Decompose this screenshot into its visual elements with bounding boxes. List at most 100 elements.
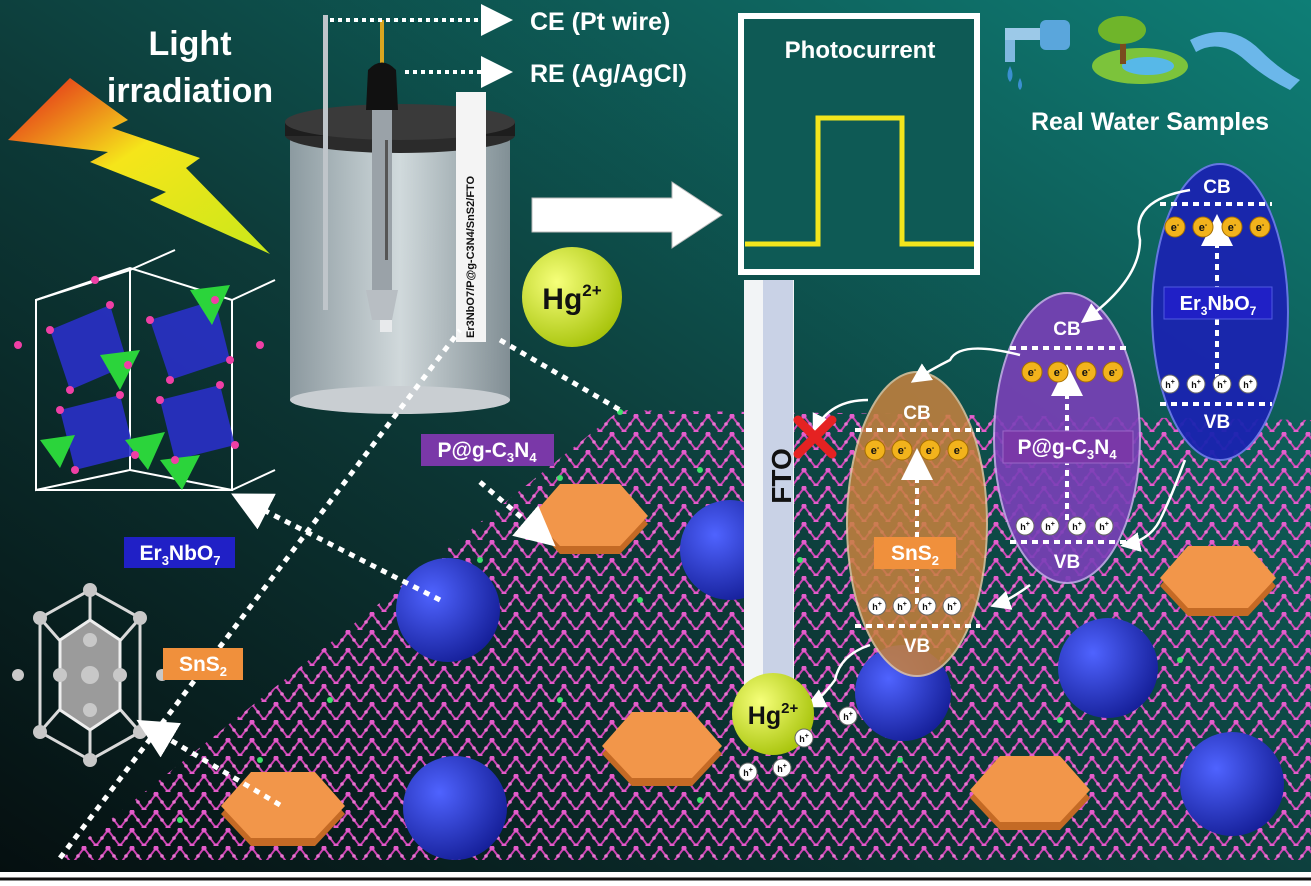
svg-text:e-: e- xyxy=(1109,367,1118,379)
sns2-band-label: SnS2 xyxy=(891,542,939,568)
electron: e- xyxy=(1249,216,1271,238)
electrochemical-cell: Er3NbO7/P@g-C3N4/SnS2/FTO xyxy=(285,15,515,414)
svg-text:e-: e- xyxy=(1171,222,1180,234)
electron: e- xyxy=(1021,361,1043,383)
pg-cb-label: CB xyxy=(1053,319,1080,340)
photocurrent-title: Photocurrent xyxy=(785,37,936,64)
er-cb-label: CB xyxy=(1203,177,1230,198)
blocked-x-icon xyxy=(793,415,837,459)
electron: e- xyxy=(891,439,913,461)
ce-label: CE (Pt wire) xyxy=(530,8,670,36)
hole: h+ xyxy=(772,758,792,778)
sns2-hexagons xyxy=(221,484,1276,846)
svg-text:h+: h+ xyxy=(1191,379,1201,390)
svg-text:SnS2: SnS2 xyxy=(179,653,227,679)
er3nbo7-band-label: Er3NbO7 xyxy=(1180,293,1257,318)
svg-text:h+: h+ xyxy=(1217,379,1227,390)
electron: e- xyxy=(1102,361,1124,383)
er3nbo7-label: Er3NbO7 xyxy=(124,537,235,568)
hole: h+ xyxy=(917,596,937,616)
pond-tree-icon xyxy=(1092,16,1188,84)
charge-carriers: e-e-e-e-h+h+h+h+e-e-e-e-h+h+h+h+e-e-e-e-… xyxy=(864,216,1271,616)
lightning-bolt-icon xyxy=(8,78,270,254)
svg-text:e-: e- xyxy=(1082,367,1091,379)
svg-text:h+: h+ xyxy=(799,733,809,744)
svg-text:h+: h+ xyxy=(1020,521,1030,532)
svg-text:h+: h+ xyxy=(843,711,853,722)
electron: e- xyxy=(864,439,886,461)
svg-text:e-: e- xyxy=(1228,222,1237,234)
svg-text:h+: h+ xyxy=(1072,521,1082,532)
sns2-vb-label: VB xyxy=(904,636,930,657)
transfer-arrows xyxy=(805,188,1191,708)
pgc3n4-band-diagram: CB VB P@g-C3N4 xyxy=(993,292,1141,584)
hg-bottom-base: Hg xyxy=(748,702,781,730)
pg-vb-label: VB xyxy=(1054,552,1080,573)
hole: h+ xyxy=(867,596,887,616)
electron: e- xyxy=(1164,216,1186,238)
er3nbo7-band-diagram: CB VB Er3NbO7 xyxy=(1151,163,1289,461)
hole: h+ xyxy=(1015,516,1035,536)
er3nbo7-crystal-structure xyxy=(14,249,276,492)
pgc3n4-label: P@g-C3N4 xyxy=(421,434,554,466)
hole: h+ xyxy=(1094,516,1114,536)
fto-electrode: FTO xyxy=(744,280,797,700)
hg-ion-bottom: Hg2+ xyxy=(732,673,814,755)
svg-text:h+: h+ xyxy=(947,601,957,612)
hole: h+ xyxy=(838,706,858,726)
hole: h+ xyxy=(942,596,962,616)
svg-text:e-: e- xyxy=(926,445,935,457)
river-icon xyxy=(1190,32,1300,90)
sns2-cb-label: CB xyxy=(903,403,930,424)
sns2-structure xyxy=(12,583,168,767)
electron: e- xyxy=(919,439,941,461)
electron: e- xyxy=(1047,361,1069,383)
svg-text:h+: h+ xyxy=(1165,379,1175,390)
pgc3n4-band-label: P@g-C3N4 xyxy=(1017,436,1117,462)
free-holes: h+ h+ h+ h+ xyxy=(738,706,858,782)
svg-text:e-: e- xyxy=(1054,367,1063,379)
svg-text:h+: h+ xyxy=(777,763,787,774)
hg-top-sup: 2+ xyxy=(582,281,601,300)
svg-text:P@g-C3N4: P@g-C3N4 xyxy=(437,439,537,465)
hole: h+ xyxy=(892,596,912,616)
photocurrent-trace xyxy=(745,115,974,247)
hole: h+ xyxy=(1040,516,1060,536)
er-vb-label: VB xyxy=(1204,412,1230,433)
pointer-lines xyxy=(58,328,622,860)
hole: h+ xyxy=(1212,374,1232,394)
svg-text:h+: h+ xyxy=(872,601,882,612)
electron: e- xyxy=(1075,361,1097,383)
hole: h+ xyxy=(738,762,758,782)
sns2-label: SnS2 xyxy=(163,648,243,680)
svg-text:h+: h+ xyxy=(1045,521,1055,532)
svg-text:Hg2+: Hg2+ xyxy=(542,281,601,316)
real-water-label: Real Water Samples xyxy=(1031,108,1269,136)
photocurrent-panel xyxy=(738,13,980,275)
svg-text:e-: e- xyxy=(898,445,907,457)
tap-icon xyxy=(1005,20,1070,90)
svg-text:h+: h+ xyxy=(743,767,753,778)
working-electrode xyxy=(456,92,486,342)
hole: h+ xyxy=(1160,374,1180,394)
hole: h+ xyxy=(794,728,814,748)
hg-ion-top: Hg2+ xyxy=(522,247,622,347)
svg-text:e-: e- xyxy=(1028,367,1037,379)
svg-text:Er3NbO7: Er3NbO7 xyxy=(140,542,221,568)
hole: h+ xyxy=(1186,374,1206,394)
svg-text:Hg2+: Hg2+ xyxy=(748,700,799,730)
hg-bottom-sup: 2+ xyxy=(781,700,798,717)
svg-text:h+: h+ xyxy=(897,601,907,612)
electrode-label: Er3NbO7/P@g-C3N4/SnS2/FTO xyxy=(465,175,477,338)
svg-text:h+: h+ xyxy=(1243,379,1253,390)
light-label-2: irradiation xyxy=(107,72,273,110)
light-label-1: Light xyxy=(148,25,231,63)
svg-text:h+: h+ xyxy=(1099,521,1109,532)
re-label: RE (Ag/AgCl) xyxy=(530,60,687,88)
flow-arrow xyxy=(531,181,723,249)
sns2-band-diagram: CB VB SnS2 xyxy=(846,371,988,677)
svg-text:h+: h+ xyxy=(922,601,932,612)
pt-wire-electrode xyxy=(323,15,328,310)
